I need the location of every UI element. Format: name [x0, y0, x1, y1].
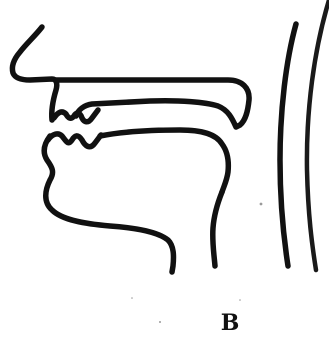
- lower-lip-chin-outline: [44, 136, 173, 272]
- scan-speck: [131, 297, 133, 299]
- scan-speck: [260, 203, 263, 206]
- upper-teeth: [54, 110, 98, 122]
- pharynx-front-wall: [213, 192, 222, 266]
- posterior-pharyngeal-wall-outer: [307, 0, 329, 270]
- nose-upper-lip-outline: [12, 27, 56, 120]
- scan-speck: [239, 299, 241, 301]
- lower-teeth: [48, 134, 101, 147]
- tongue-surface: [100, 130, 228, 192]
- figure-panel-label: B: [0, 312, 329, 334]
- posterior-pharyngeal-wall-inner: [280, 24, 296, 266]
